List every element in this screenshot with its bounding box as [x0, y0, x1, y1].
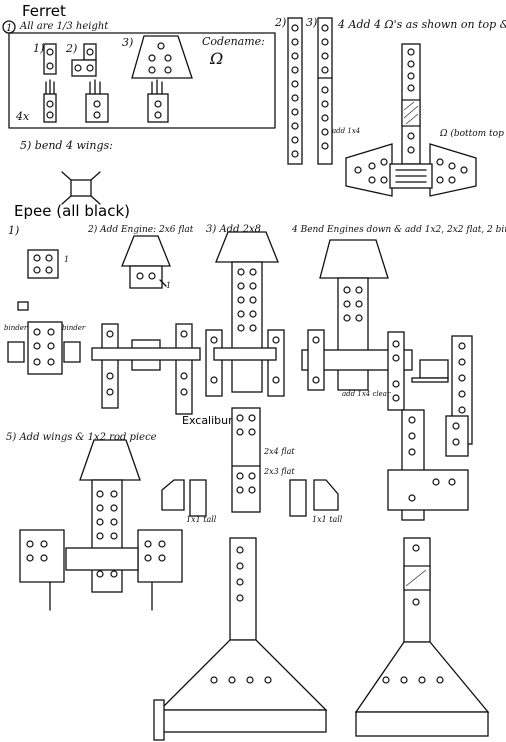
tall-left-label: 1x1 tall — [186, 515, 217, 524]
label-1: 1 — [64, 255, 69, 264]
binder-right-label: binder — [62, 324, 86, 332]
bottom-assembly-right — [354, 537, 490, 737]
circle-number: 1 — [6, 23, 12, 34]
ferret-note: All are 1/3 height — [19, 21, 109, 32]
epee-step-5: 5) Add wings & 1x2 rod piece — [6, 432, 157, 443]
long-beam-2 — [317, 17, 333, 165]
epee-title: Epee (all black) — [14, 202, 130, 220]
brick-l-diagram — [71, 43, 97, 77]
excalibur-title: Excalibur — [182, 414, 233, 427]
codename-label: Codename: — [202, 35, 265, 48]
engine-flat — [121, 235, 171, 289]
beam-pair-a — [91, 323, 201, 415]
epee-step-4: 4 Bend Engines down & add 1x2, 2x2 flat,… — [291, 225, 506, 235]
ferret-step-1: 1) — [33, 42, 44, 55]
epee-step-1: 1) — [8, 224, 19, 237]
pin-piece-3 — [147, 79, 169, 123]
flat-2x3-label: 2x3 flat — [263, 467, 295, 476]
label-1b: 1 — [166, 281, 171, 290]
omega-note: Ω (bottom top on bottom) — [439, 128, 506, 139]
nose-bent — [301, 239, 473, 445]
right-assembly-top — [387, 409, 469, 521]
nose-2x8 — [215, 231, 279, 393]
ferret-step-5: 5) bend 4 wings: — [20, 139, 113, 152]
bottom-assembly-left — [153, 537, 328, 741]
binder-assembly — [7, 301, 81, 375]
flat-2x4-label: 2x4 flat — [263, 447, 295, 456]
bend-wings-diagram — [61, 171, 101, 205]
epee-step-3: 3) Add 2x8 — [206, 224, 261, 235]
epee-step-2: 2) Add Engine: 2x6 flat — [87, 224, 194, 235]
tall-right-label: 1x1 tall — [312, 515, 343, 524]
codename-symbol: Ω — [209, 49, 223, 68]
ferret-box — [8, 32, 276, 129]
excalibur-parts — [161, 407, 339, 517]
binder-left-label: binder — [4, 324, 28, 332]
ferret-section: Ferret 1 All are 1/3 height 1) 2) 3) Cod… — [2, 2, 506, 205]
trapezoid-wing-diagram — [131, 35, 193, 79]
ferret-step-3b: 3) — [306, 16, 317, 29]
ferret-step-2: 2) — [65, 42, 77, 55]
epee-assembled — [19, 439, 183, 611]
epee-section: Epee (all black) 1) 1 2) Add Engine: 2x6… — [4, 202, 506, 741]
ferret-step-4: 4 Add 4 Ω's as shown on top & bottom — [337, 18, 506, 31]
ferret-assembled — [345, 43, 477, 197]
ferret-step-3: 3) — [122, 36, 133, 49]
beam-pair-b — [205, 329, 285, 397]
plate-2x2 — [27, 249, 59, 279]
add-1x4-note: add 1x4 — [332, 127, 360, 135]
long-beam-1 — [287, 17, 303, 165]
ferret-step-2b: 2) — [274, 16, 286, 29]
add-1x4-clear: add 1x4 clear — [342, 390, 391, 398]
pin-piece-2 — [85, 79, 109, 123]
pin-piece-1 — [43, 79, 57, 123]
brick-1x2-diagram — [43, 43, 57, 75]
count-4x: 4x — [15, 110, 30, 123]
ferret-title: Ferret — [22, 2, 66, 20]
